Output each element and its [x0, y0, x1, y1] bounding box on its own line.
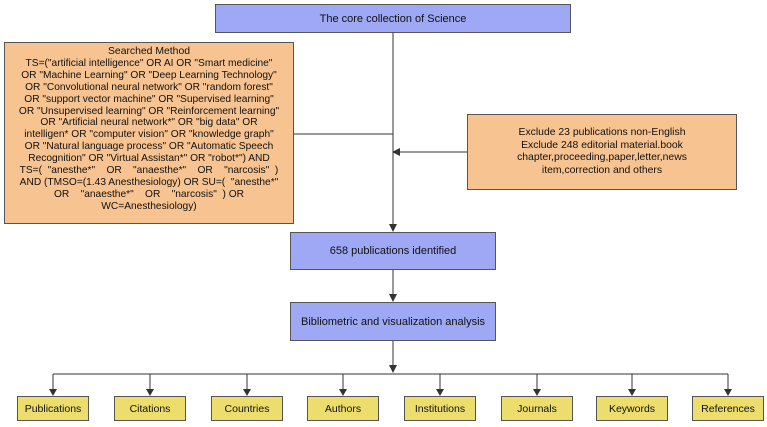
category-label: Authors — [324, 402, 362, 415]
search-method-title: Searched Method — [107, 46, 191, 57]
exclusion-line: item,correction and others — [541, 164, 663, 176]
category-label: Journals — [517, 402, 557, 415]
arrowhead — [533, 389, 541, 396]
search-method-box: Searched Method TS=("artificial intellig… — [4, 42, 294, 224]
exclusion-line: Exclude 248 editorial material.book — [521, 139, 683, 151]
arrowhead — [146, 389, 154, 396]
category-label: Citations — [129, 402, 171, 415]
search-query-line: OR "support vector machine" OR "Supervis… — [24, 93, 274, 105]
bibliometric-analysis-label: Bibliometric and visualization analysis — [300, 315, 486, 328]
category-label: Institutions — [414, 402, 466, 415]
category-label: Countries — [224, 402, 270, 415]
search-query-line: OR "Machine Learning" OR "Deep Learning … — [21, 69, 277, 81]
search-query-line: OR "Convolutional neural network" OR "ra… — [25, 81, 273, 93]
arrowhead — [243, 389, 251, 396]
arrowhead — [389, 365, 397, 373]
core-collection-label: The core collection of Science — [319, 12, 467, 25]
arrowhead — [339, 389, 347, 396]
exclusion-line: chapter,proceeding,paper,letter,news — [517, 152, 687, 163]
search-query-line: OR "anaesthe*" OR "narcosis" ) OR — [54, 188, 244, 200]
search-query-line: AND (TMSO=(1.43 Anesthesiology) OR SU=( … — [19, 176, 279, 188]
arrowhead — [49, 389, 57, 396]
core-collection-box: The core collection of Science — [215, 4, 571, 33]
arrowhead — [389, 224, 397, 232]
arrowhead — [436, 389, 444, 396]
search-query-line: intelligen* OR "computer vision" OR "kno… — [24, 129, 274, 141]
arrowhead — [628, 389, 636, 396]
category-box-citations: Citations — [114, 396, 186, 421]
search-query-line: OR "Natural language process" OR "Automa… — [24, 141, 274, 153]
search-query-line: OR "Artificial neural network*" OR "big … — [40, 117, 258, 129]
category-box-journals: Journals — [501, 396, 573, 421]
search-query-line: WC=Anesthesiology) — [101, 200, 197, 212]
arrowhead — [392, 148, 400, 156]
category-label: References — [701, 402, 755, 415]
search-query-line: TS=( "anesthe*" OR "anaesthe*" OR "narco… — [19, 165, 279, 177]
search-query-line: TS=("artificial intelligence" OR AI OR "… — [25, 57, 273, 69]
category-label: Keywords — [608, 402, 656, 415]
category-box-references: References — [692, 396, 764, 421]
search-query-line: Recognition" OR "Virtual Assistan*" OR "… — [28, 153, 270, 165]
search-query-line: OR "Unsupervised learning" OR "Reinforce… — [18, 105, 280, 117]
category-label: Publications — [24, 402, 82, 415]
publications-identified-label: 658 publications identified — [329, 245, 457, 257]
category-box-authors: Authors — [307, 396, 379, 421]
arrowhead — [724, 389, 732, 396]
category-box-institutions: Institutions — [404, 396, 476, 421]
category-box-keywords: Keywords — [596, 396, 668, 421]
exclusion-line: Exclude 23 publications non-English — [518, 127, 686, 138]
exclusion-criteria-box: Exclude 23 publications non-English Excl… — [467, 114, 737, 190]
arrowhead — [389, 294, 397, 302]
category-box-countries: Countries — [211, 396, 283, 421]
bibliometric-analysis-box: Bibliometric and visualization analysis — [290, 302, 496, 341]
publications-identified-box: 658 publications identified — [290, 232, 496, 270]
category-box-publications: Publications — [17, 396, 89, 421]
